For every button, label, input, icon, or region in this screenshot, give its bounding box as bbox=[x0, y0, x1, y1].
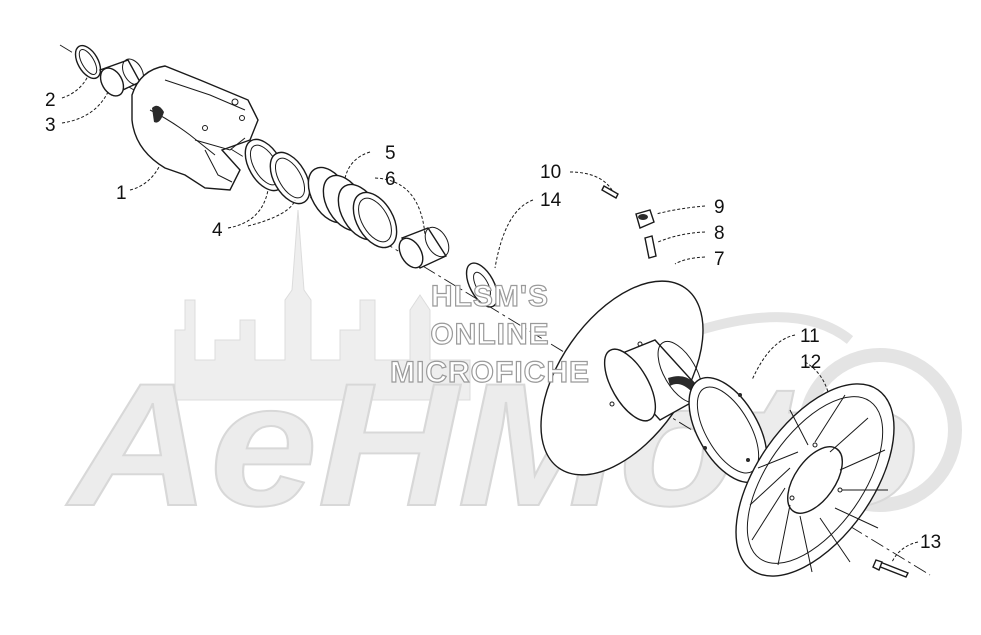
part-bolt bbox=[872, 559, 909, 578]
callout-8: 8 bbox=[714, 223, 725, 244]
part-pin bbox=[644, 235, 657, 259]
watermark-text: HLSM'S ONLINE MICROFICHE bbox=[389, 279, 590, 389]
part-cover bbox=[735, 383, 895, 577]
part-washers bbox=[244, 138, 311, 205]
callout-1: 1 bbox=[116, 183, 127, 204]
callout-10: 10 bbox=[540, 162, 561, 183]
callout-2: 2 bbox=[45, 90, 56, 111]
part-roll-pin bbox=[601, 185, 619, 199]
part-snap-ring bbox=[74, 44, 102, 80]
callout-7: 7 bbox=[714, 249, 725, 270]
watermark-line-2: ONLINE bbox=[430, 318, 549, 351]
callout-14: 14 bbox=[540, 190, 562, 211]
callout-6: 6 bbox=[385, 169, 396, 190]
callout-labels: 1 2 3 4 5 6 7 8 9 10 11 12 13 14 bbox=[45, 90, 941, 553]
callout-3: 3 bbox=[45, 115, 56, 136]
callout-13: 13 bbox=[920, 532, 941, 553]
part-cam-housing bbox=[131, 65, 259, 191]
callout-12: 12 bbox=[800, 352, 821, 373]
part-sheave bbox=[540, 280, 707, 476]
callout-5: 5 bbox=[385, 143, 396, 164]
callout-9: 9 bbox=[714, 197, 725, 218]
part-spring bbox=[307, 166, 398, 249]
part-bushing bbox=[99, 58, 144, 97]
watermark-line-1: HLSM'S bbox=[431, 280, 549, 313]
leader-lines bbox=[61, 75, 919, 563]
watermark-line-3: MICROFICHE bbox=[390, 356, 590, 389]
part-shim bbox=[465, 262, 499, 308]
callout-4: 4 bbox=[212, 220, 223, 241]
callout-11: 11 bbox=[800, 326, 820, 347]
part-cap bbox=[635, 209, 655, 229]
part-sleeve bbox=[398, 226, 450, 269]
